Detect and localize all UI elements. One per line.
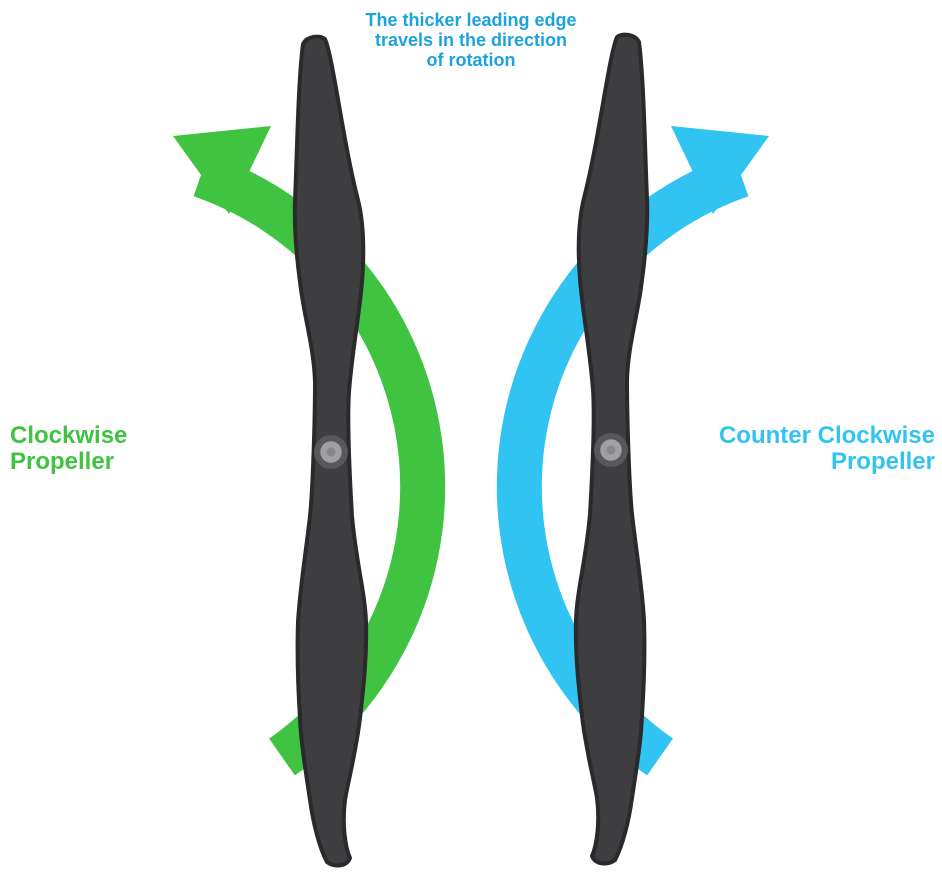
right-propeller-hub: [594, 433, 628, 467]
annotation-line: travels in the direction: [374, 30, 568, 50]
label-line: Propeller: [10, 448, 115, 475]
clockwise-propeller-label: Clockwise Propeller: [10, 423, 240, 475]
label-line: Propeller: [830, 448, 935, 475]
clockwise-arrowhead-icon: [173, 126, 271, 214]
right-propeller: [573, 32, 650, 866]
hub-center-dot: [606, 445, 616, 455]
label-line: Clockwise: [10, 422, 128, 449]
annotation-line: of rotation: [426, 50, 516, 70]
counter-clockwise-arrowhead-icon: [671, 126, 769, 214]
hub-center-dot: [326, 447, 336, 457]
annotation-line: The thicker leading edge: [365, 10, 577, 30]
leading-edge-annotation: The thicker leading edge travels in the …: [291, 10, 651, 70]
counter-clockwise-propeller-label: Counter Clockwise Propeller: [615, 423, 935, 475]
left-propeller: [292, 34, 369, 868]
left-propeller-hub: [314, 435, 348, 469]
label-line: Counter Clockwise: [718, 422, 935, 449]
